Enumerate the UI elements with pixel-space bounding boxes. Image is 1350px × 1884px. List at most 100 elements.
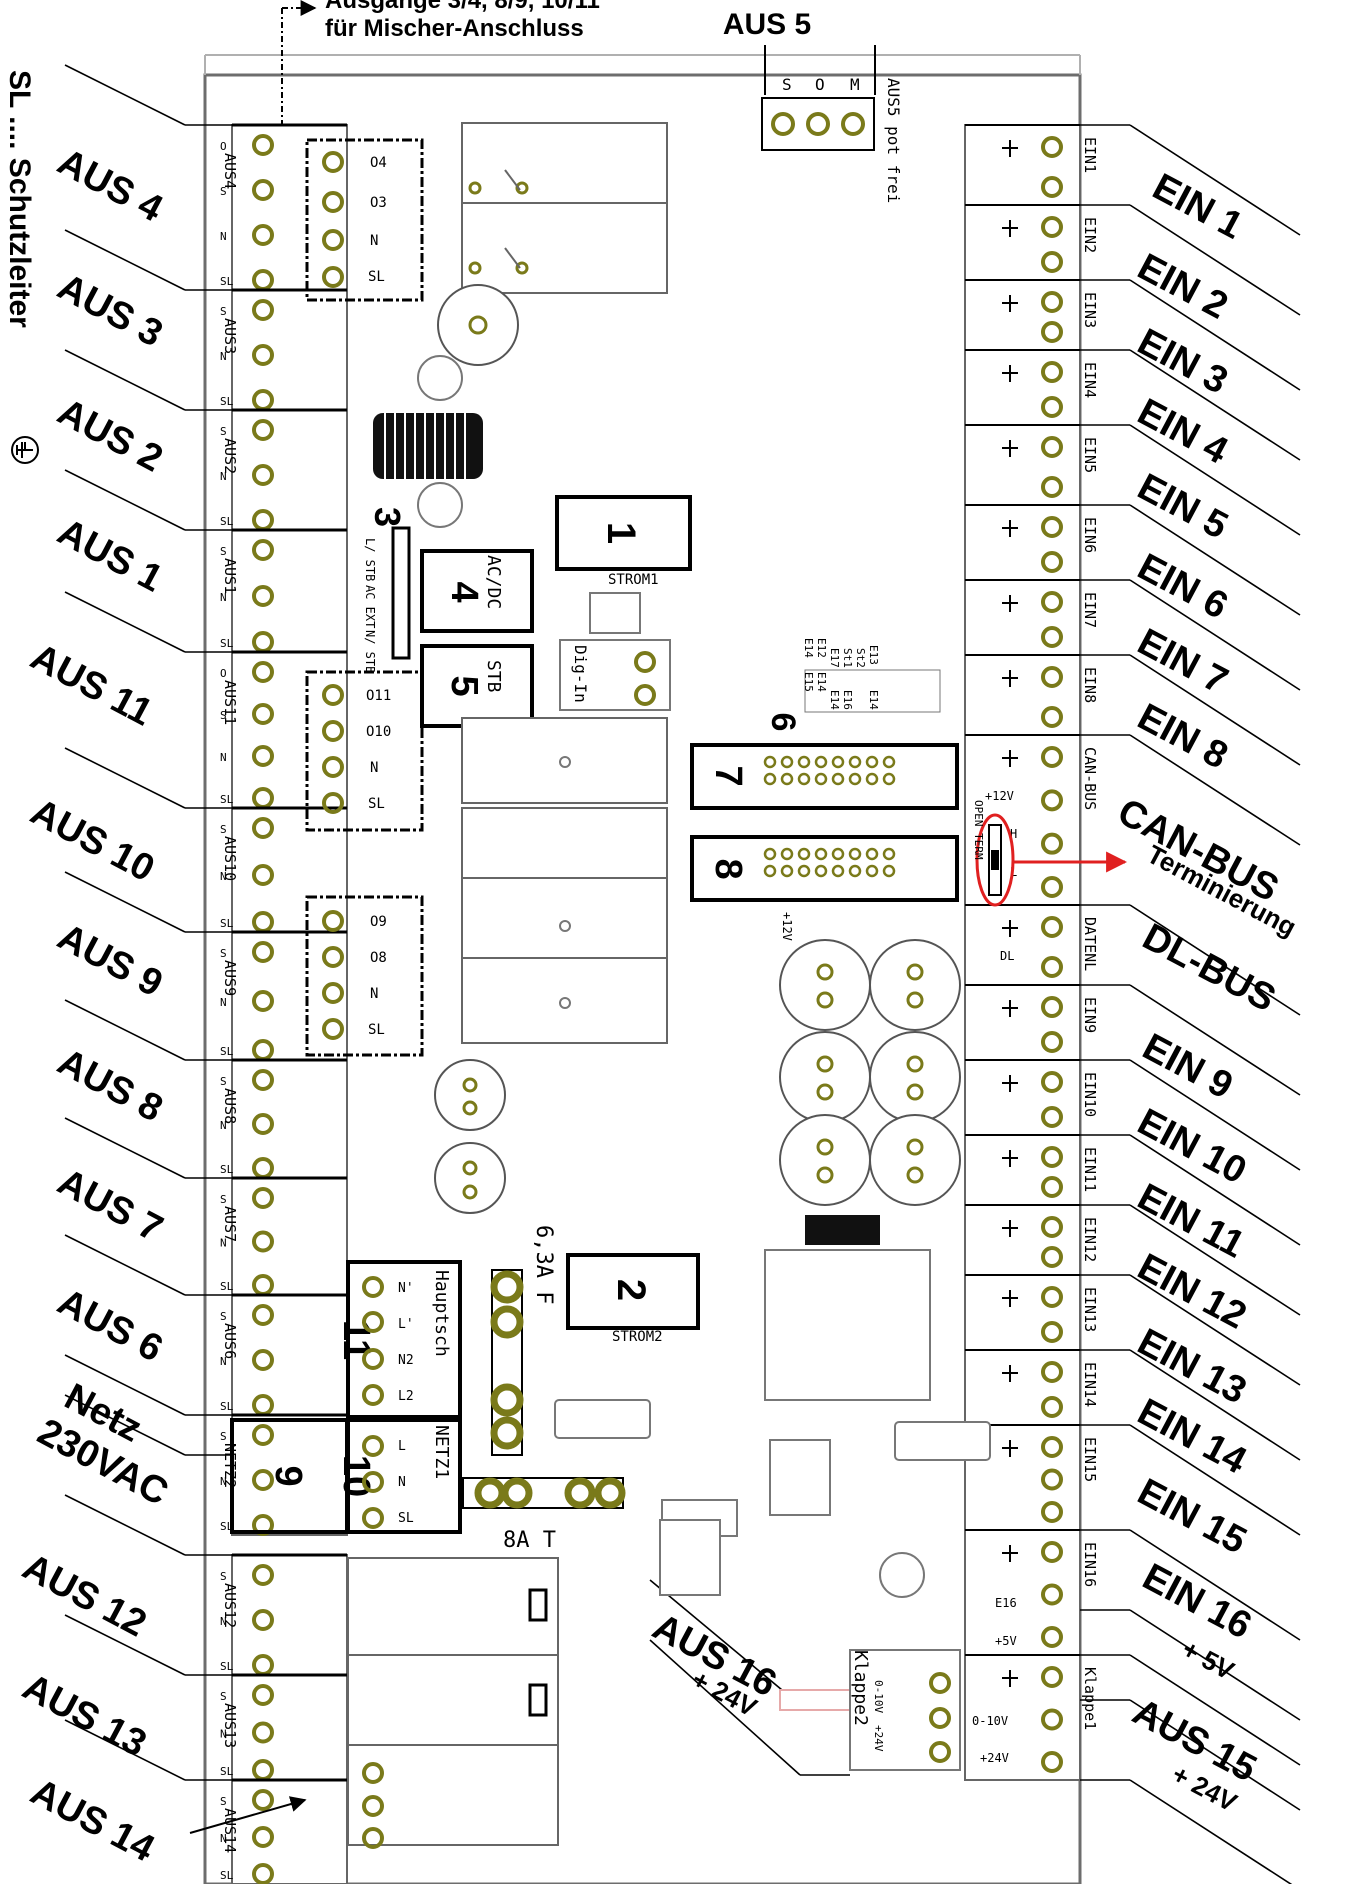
aus14-pointer xyxy=(189,1796,307,1834)
right-silk-ein9: EIN9 xyxy=(1081,997,1099,1033)
left-silk-aus6: AUS6 xyxy=(221,1323,239,1359)
left-pin-label: N xyxy=(220,1615,227,1628)
left-pin-label: SL xyxy=(220,395,234,408)
earth-icon xyxy=(11,436,39,464)
netz1-pin-sl: SL xyxy=(398,1511,414,1526)
right-label-18: EIN 16 xyxy=(1136,1556,1258,1648)
left-pin-label: N xyxy=(220,1237,227,1250)
left-pin-label: S xyxy=(220,545,227,558)
left-pin-label: N xyxy=(220,1728,227,1741)
e-label-stb-2: E14 xyxy=(815,672,828,692)
right-silk-datenl: DATENL xyxy=(1081,917,1099,971)
left-silk-aus7: AUS7 xyxy=(221,1206,239,1242)
left-silk-aus9: AUS9 xyxy=(221,960,239,996)
aus5-connector: AUS 5 S O M AUS5 pot frei xyxy=(723,8,903,203)
right-label-0: EIN 1 xyxy=(1146,166,1250,248)
left-pin-label: S xyxy=(220,1310,227,1323)
box-6-number: 6 xyxy=(764,713,802,732)
mixer-c-pin-o8: O8 xyxy=(370,950,387,966)
left-pin-label: SL xyxy=(220,1280,234,1293)
left-silk-aus12: AUS12 xyxy=(221,1583,239,1628)
left-label-2: AUS 2 xyxy=(51,391,170,481)
relay-group-top xyxy=(461,122,668,294)
left-pin-label: SL xyxy=(220,275,234,288)
right-silk-can-bus: CAN-BUS xyxy=(1081,747,1099,810)
capacitors-lower xyxy=(434,1059,506,1214)
left-pin-label: N xyxy=(220,230,227,243)
box-6: 6 E14 E12 E17 St1 St2 E13 E14 E15 E14 E1… xyxy=(764,638,941,732)
left-pin-label: SL xyxy=(220,1869,234,1882)
box-9-number: 9 xyxy=(267,1465,309,1486)
right-silk-ein16: EIN16 xyxy=(1081,1542,1099,1587)
mixer-box-b: O11 O10 N SL xyxy=(305,670,424,832)
protective-earth-label: SL .... Schutzleiter xyxy=(3,70,36,328)
can-jumper-label: OPEN TERM xyxy=(972,800,985,860)
can-termination-jumper: OPEN TERM xyxy=(972,800,1128,907)
left-pin-label: SL xyxy=(220,1400,234,1413)
can-pin-h: H xyxy=(1010,827,1017,841)
right-label-4: EIN 5 xyxy=(1131,466,1235,548)
left-pin-label: S xyxy=(220,1570,227,1583)
hauptsch-pin-l2: L2 xyxy=(398,1389,414,1404)
left-silk-aus14: AUS14 xyxy=(221,1808,239,1853)
right-silk-ein14: EIN14 xyxy=(1081,1362,1099,1407)
left-pin-label: N xyxy=(220,996,227,1009)
strom1-label: STROM1 xyxy=(608,572,659,588)
box-8-number: 8 xyxy=(707,858,749,879)
right-silk-ein7: EIN7 xyxy=(1081,592,1099,628)
left-pin-label: S xyxy=(220,823,227,836)
right-silk-ein5: EIN5 xyxy=(1081,437,1099,473)
box-1-number: 1 xyxy=(599,522,643,544)
right-silk-ein10: EIN10 xyxy=(1081,1072,1099,1117)
left-pin-label: N xyxy=(220,470,227,483)
left-label-5: AUS 10 xyxy=(24,791,161,891)
aus5-pin-m: M xyxy=(850,75,860,94)
right-label-7: EIN 8 xyxy=(1131,696,1235,778)
left-pin-label: SL xyxy=(220,917,234,930)
left-pin-label: N xyxy=(220,1119,227,1132)
mixer-a-pin-o3: O3 xyxy=(370,195,387,211)
box-4-number: 4 xyxy=(443,581,485,602)
mixer-box-c: O9 O8 N SL xyxy=(305,895,424,1057)
klappe2-connector: Klappe2 0-10V +24V xyxy=(849,1649,961,1771)
box-7-number: 7 xyxy=(707,765,749,786)
left-pin-label: S xyxy=(220,1075,227,1088)
left-pin-label: S xyxy=(220,947,227,960)
left-pin-label: SL xyxy=(220,515,234,528)
aus5-label: AUS 5 xyxy=(723,8,811,41)
left-pin-label: N xyxy=(220,1475,227,1488)
left-silk-aus4: AUS4 xyxy=(221,153,239,189)
right-silk-ein4: EIN4 xyxy=(1081,362,1099,398)
left-silk-aus3: AUS3 xyxy=(221,318,239,354)
left-pin-label: SL xyxy=(220,637,234,650)
dig-in-label: Dig-In xyxy=(571,645,590,703)
left-label-13: AUS 13 xyxy=(16,1666,153,1766)
e-label-e16: E16 xyxy=(841,690,854,710)
dig-in: Dig-In xyxy=(559,639,671,711)
left-pin-label: S xyxy=(220,1193,227,1206)
left-label-14: AUS 14 xyxy=(24,1771,161,1871)
netz1-pin-n: N xyxy=(398,1475,406,1490)
transformer-area xyxy=(554,1215,991,1711)
left-pin-label: N xyxy=(220,591,227,604)
relay-group-mid xyxy=(461,717,668,1044)
right-label-11: EIN 9 xyxy=(1136,1026,1240,1108)
left-label-1: AUS 3 xyxy=(51,266,170,356)
box-3-pin-l: L/ STB xyxy=(363,538,377,581)
dl-pin: DL xyxy=(1000,949,1014,963)
right-silk-ein6: EIN6 xyxy=(1081,517,1099,553)
right-silk-ein12: EIN12 xyxy=(1081,1217,1099,1262)
klappe2-pin-0-10v: 0-10V xyxy=(872,1680,885,1713)
fuse-small-label: 6,3A F xyxy=(531,1225,556,1304)
mixer-b-pin-o11: O11 xyxy=(366,688,391,704)
fuse-large-label: 8A T xyxy=(503,1528,556,1553)
e-label-st2: St2 xyxy=(854,648,867,668)
box-7: 7 xyxy=(690,743,959,810)
left-pin-label: N xyxy=(220,350,227,363)
klappe2-pin-24v: +24V xyxy=(872,1725,885,1752)
left-pin-label: SL xyxy=(220,793,234,806)
plus12v-cap: +12V xyxy=(780,912,794,941)
right-terminal-strip: EIN1EIN2EIN3EIN4EIN5EIN6EIN7EIN8CAN-BUSD… xyxy=(964,124,1099,1781)
left-label-4: AUS 11 xyxy=(24,636,159,735)
